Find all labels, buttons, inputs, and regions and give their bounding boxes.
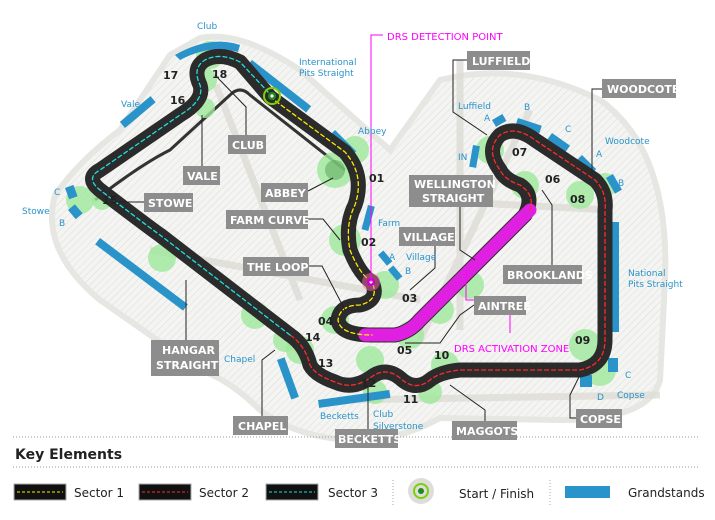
turn-11: 11 [403, 393, 418, 406]
gs-stowe-c: C [54, 188, 60, 198]
gs-luffield-in: IN [458, 153, 467, 163]
corner-abbey: ABBEY [265, 187, 307, 200]
gs-village-a: A [389, 253, 396, 263]
corner-copse: COPSE [580, 413, 621, 426]
turn-15: 15 [102, 194, 117, 207]
turn-16: 16 [170, 94, 186, 107]
start-finish-icon [263, 87, 281, 105]
gs-village: Village [406, 253, 437, 263]
turn-01: 01 [369, 172, 384, 185]
legend-start-finish: Start / Finish [459, 487, 534, 501]
corner-wellington: WELLINGTON [414, 178, 496, 191]
grandstand-swatch [565, 486, 610, 498]
turn-09: 09 [575, 334, 590, 347]
turn-02: 02 [361, 236, 376, 249]
gs-village-b: B [405, 267, 411, 277]
corner-woodcote: WOODCOTE [607, 83, 679, 96]
gs-woodcote: Woodcote [605, 137, 650, 147]
gs-copse: Copse [617, 391, 645, 401]
corner-stowe: STOWE [148, 197, 192, 210]
corner-labels: CLUB VALE ABBEY FARM CURVE STOWE THE LOO… [144, 51, 679, 448]
corner-aintree: AINTREE [478, 300, 531, 313]
corner-chapel: CHAPEL [238, 420, 286, 433]
turn-05: 05 [397, 344, 412, 357]
gs-woodcote-b: B [618, 179, 624, 189]
gs-luffield-a: A [484, 114, 491, 124]
corner-brooklands: BROOKLANDS [507, 269, 593, 282]
turn-numbers: 17 18 16 15 01 02 03 04 05 10 11 12 13 1… [102, 68, 590, 406]
gs-luffield: Luffield [458, 102, 491, 112]
turn-14: 14 [305, 331, 321, 344]
sector-2-line [289, 130, 606, 387]
corner-the-loop: THE LOOP [247, 261, 308, 274]
turn-06: 06 [545, 173, 561, 186]
turn-03: 03 [402, 292, 417, 305]
gs-national: National [628, 269, 666, 279]
old-track-line [94, 88, 346, 202]
legend-sector-1: Sector 1 [74, 486, 124, 500]
grandstands [65, 41, 622, 408]
gs-woodcote-a: A [596, 150, 603, 160]
legend-sector-3: Sector 3 [328, 486, 378, 500]
gs-club: Club [197, 22, 217, 32]
turn-18: 18 [212, 68, 227, 81]
corner-club: CLUB [232, 139, 264, 152]
corner-hangar-straight: STRAIGHT [156, 359, 219, 372]
gs-international: International [299, 58, 356, 68]
gs-abbey: Abbey [358, 127, 387, 137]
gs-luffield-b: B [524, 103, 530, 113]
turn-04: 04 [318, 315, 334, 328]
key-title: Key Elements [15, 447, 122, 463]
legend-sector-2: Sector 2 [199, 486, 249, 500]
grandstand-labels: Club International Pits Straight Vale Ab… [22, 22, 683, 432]
gs-stowe-b: B [59, 219, 65, 229]
gs-farm: Farm [378, 219, 400, 229]
gs-pits-straight: Pits Straight [299, 69, 354, 79]
drs-detection-label: DRS DETECTION POINT [387, 32, 504, 43]
turn-13: 13 [318, 357, 333, 370]
drs-zone [358, 203, 537, 342]
turn-10: 10 [434, 349, 450, 362]
drs-activation-label: DRS ACTIVATION ZONE [454, 344, 569, 355]
legend-grandstands: Grandstands [628, 486, 705, 500]
sector-3-line [91, 55, 291, 336]
turn-07: 07 [512, 146, 527, 159]
turn-08: 08 [570, 193, 585, 206]
turn-17: 17 [163, 69, 178, 82]
gs-club-silverstone: Club [373, 410, 393, 420]
legend: Sector 1 Sector 2 Sector 3 Start / Finis… [13, 478, 705, 505]
corner-vale: VALE [187, 170, 218, 183]
turn-12: 12 [361, 377, 376, 390]
gs-copse-d: D [597, 393, 604, 403]
gs-stowe: Stowe [22, 207, 50, 217]
corner-hangar: HANGAR [162, 344, 215, 357]
gs-national-pits-straight: Pits Straight [628, 280, 683, 290]
corner-farm-curve: FARM CURVE [230, 214, 310, 227]
corner-wellington-straight: STRAIGHT [422, 192, 485, 205]
corner-becketts: BECKETTS [338, 433, 401, 446]
gs-luffield-c: C [565, 125, 571, 135]
corner-village: VILLAGE [403, 231, 455, 244]
leader-lines [112, 59, 602, 429]
gs-becketts: Becketts [320, 412, 359, 422]
gs-chapel: Chapel [224, 355, 255, 365]
gs-club-silverstone-2: Silverstone [373, 422, 424, 432]
corner-maggots: MAGGOTS [456, 425, 518, 438]
gs-vale: Vale [121, 100, 140, 110]
corner-luffield: LUFFIELD [472, 55, 530, 68]
start-finish-legend-icon [408, 478, 434, 504]
gs-copse-c: C [625, 371, 631, 381]
